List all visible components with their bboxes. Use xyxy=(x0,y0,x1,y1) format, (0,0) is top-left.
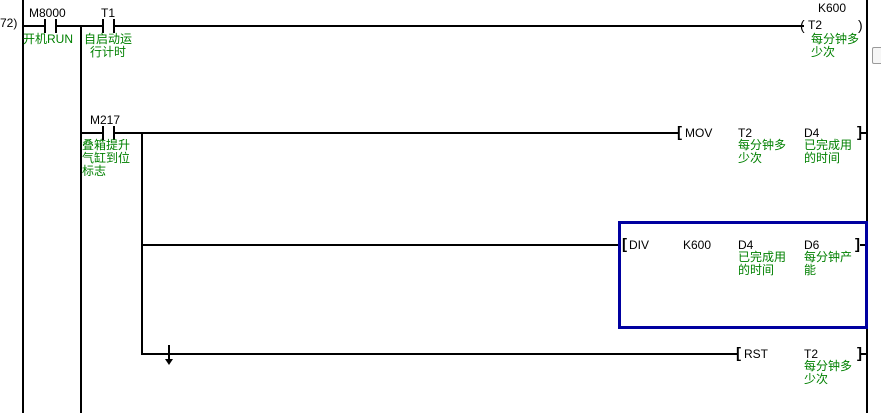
vertical-scrollbar-thumb[interactable] xyxy=(872,47,881,64)
div-open-bracket: [ xyxy=(622,236,627,253)
mov-operand2: D4 xyxy=(804,126,820,140)
contact-m217[interactable] xyxy=(98,124,120,142)
div-operand2: D4 xyxy=(738,238,754,252)
coil-open-paren: ( xyxy=(800,17,805,33)
comment-rst-op1-line2: 少次 xyxy=(804,372,829,386)
div-close-bracket: ] xyxy=(855,236,860,253)
div-operand1: K600 xyxy=(683,238,712,252)
device-label-m217: M217 xyxy=(90,113,121,127)
comment-coil-line2: 少次 xyxy=(811,45,836,59)
comment-rst-op1-line1: 每分钟多 xyxy=(804,359,853,373)
wire-rung4 xyxy=(142,353,737,355)
selection-box xyxy=(618,221,868,329)
contact-leg xyxy=(102,19,104,33)
comment-m217-line1: 叠箱提升 xyxy=(82,138,131,152)
comment-mov-op1-line1: 每分钟多 xyxy=(738,138,787,152)
right-power-rail xyxy=(866,0,868,413)
contact-leg xyxy=(102,126,104,140)
comment-mov-op2-line2: 的时间 xyxy=(804,151,841,165)
rst-name: RST xyxy=(744,347,768,361)
down-arrow-icon xyxy=(168,345,170,360)
comment-m217-line2: 气缸到位 xyxy=(82,151,131,165)
down-arrow-icon xyxy=(165,359,173,365)
step-number: 72) xyxy=(0,16,18,30)
wire-rung1-c xyxy=(115,25,804,27)
mov-close-bracket: ] xyxy=(857,124,862,141)
coil-preset-k600: K600 xyxy=(818,1,847,15)
comment-mov-op2-line1: 已完成用 xyxy=(804,138,853,152)
comment-t1-line2: 行计时 xyxy=(90,45,127,59)
contact-leg xyxy=(113,126,115,140)
contact-leg xyxy=(113,19,115,33)
comment-m217-line3: 标志 xyxy=(82,164,107,178)
device-label-m8000: M8000 xyxy=(29,6,66,20)
mov-name: MOV xyxy=(685,126,713,140)
left-power-rail xyxy=(22,0,24,413)
branch-line-2 xyxy=(141,132,143,355)
contact-m8000[interactable] xyxy=(40,17,62,35)
comment-div-op2-line1: 已完成用 xyxy=(738,250,787,264)
wire-rung4-stub xyxy=(860,353,866,355)
comment-m8000: 开机RUN xyxy=(23,32,73,46)
rst-open-bracket: [ xyxy=(736,345,741,362)
branch-line-1 xyxy=(80,25,82,413)
div-name: DIV xyxy=(629,238,650,252)
coil-close-paren: ) xyxy=(858,17,863,33)
rst-close-bracket: ] xyxy=(857,345,862,362)
wire-rung1-b xyxy=(57,25,102,27)
coil-device-t2: T2 xyxy=(808,18,823,32)
contact-t1[interactable] xyxy=(98,17,120,35)
contact-leg xyxy=(55,19,57,33)
rst-operand1: T2 xyxy=(804,347,819,361)
comment-div-op3-line2: 能 xyxy=(804,263,817,277)
comment-div-op3-line1: 每分钟产 xyxy=(804,250,853,264)
mov-open-bracket: [ xyxy=(677,124,682,141)
comment-t1-line1: 自启动运 xyxy=(84,32,133,46)
comment-mov-op1-line2: 少次 xyxy=(738,151,763,165)
div-operand3: D6 xyxy=(804,238,820,252)
wire-rung1-a xyxy=(23,25,44,27)
wire-rung2-a xyxy=(81,132,102,134)
wire-rung2-stub xyxy=(860,132,866,134)
contact-leg xyxy=(44,19,46,33)
comment-div-op2-line2: 的时间 xyxy=(738,263,775,277)
wire-rung2-b xyxy=(115,132,678,134)
device-label-t1: T1 xyxy=(101,6,116,20)
comment-coil-line1: 每分钟多 xyxy=(811,32,860,46)
mov-operand1: T2 xyxy=(738,126,753,140)
wire-rung3-stub xyxy=(860,244,866,246)
wire-rung3 xyxy=(142,244,621,246)
